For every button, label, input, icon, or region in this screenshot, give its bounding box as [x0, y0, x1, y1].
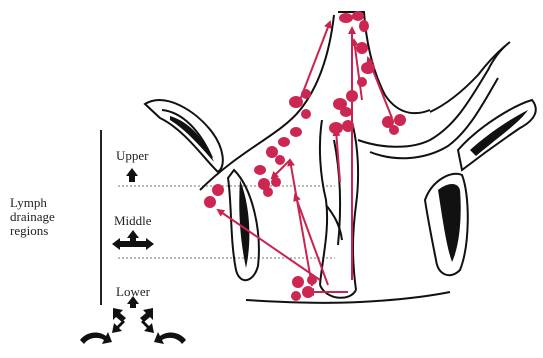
lymph-node [302, 286, 314, 298]
middle-direction-icon [112, 230, 154, 250]
lymph-node [356, 42, 368, 54]
left-lung-fill [170, 116, 214, 162]
drainage-arrow [295, 195, 328, 285]
lymph-node [342, 120, 354, 132]
lymph-node [292, 276, 304, 288]
lymph-node [263, 187, 273, 197]
lymph-node [212, 184, 224, 196]
lower-region-label: Lower [116, 285, 150, 299]
lymph-node [266, 146, 278, 158]
lymph-node [394, 114, 406, 126]
side-label-line-1: Lymph [10, 196, 96, 210]
lymph-node [389, 125, 399, 135]
lymph-node [291, 291, 301, 301]
lymph-node [289, 96, 303, 108]
lymph-node [361, 62, 375, 74]
lymph-node [204, 196, 216, 208]
lymph-node [275, 155, 285, 165]
lymph-drainage-regions-label: Lymph drainage regions [10, 196, 96, 238]
upper-region-label: Upper [116, 149, 149, 163]
lymph-node [352, 11, 364, 21]
lymph-node [278, 137, 290, 147]
upper-direction-icon [126, 168, 138, 182]
lymph-node [301, 109, 311, 119]
lymph-node [357, 77, 367, 87]
right-lower-lung-fill [438, 184, 461, 262]
lower-direction-icon [80, 296, 186, 344]
side-label-line-3: regions [10, 224, 96, 238]
lymph-node [271, 177, 281, 187]
side-label-line-2: drainage [10, 210, 96, 224]
lymph-node [329, 122, 343, 134]
lymph-node [346, 90, 358, 102]
lymph-node [339, 13, 353, 23]
lymph-node [301, 89, 311, 99]
middle-region-label: Middle [114, 214, 152, 228]
lymph-node [359, 20, 369, 32]
lymph-node [254, 165, 266, 175]
lymph-node [340, 107, 352, 117]
lymph-node [307, 275, 317, 285]
lymph-node [290, 127, 302, 137]
